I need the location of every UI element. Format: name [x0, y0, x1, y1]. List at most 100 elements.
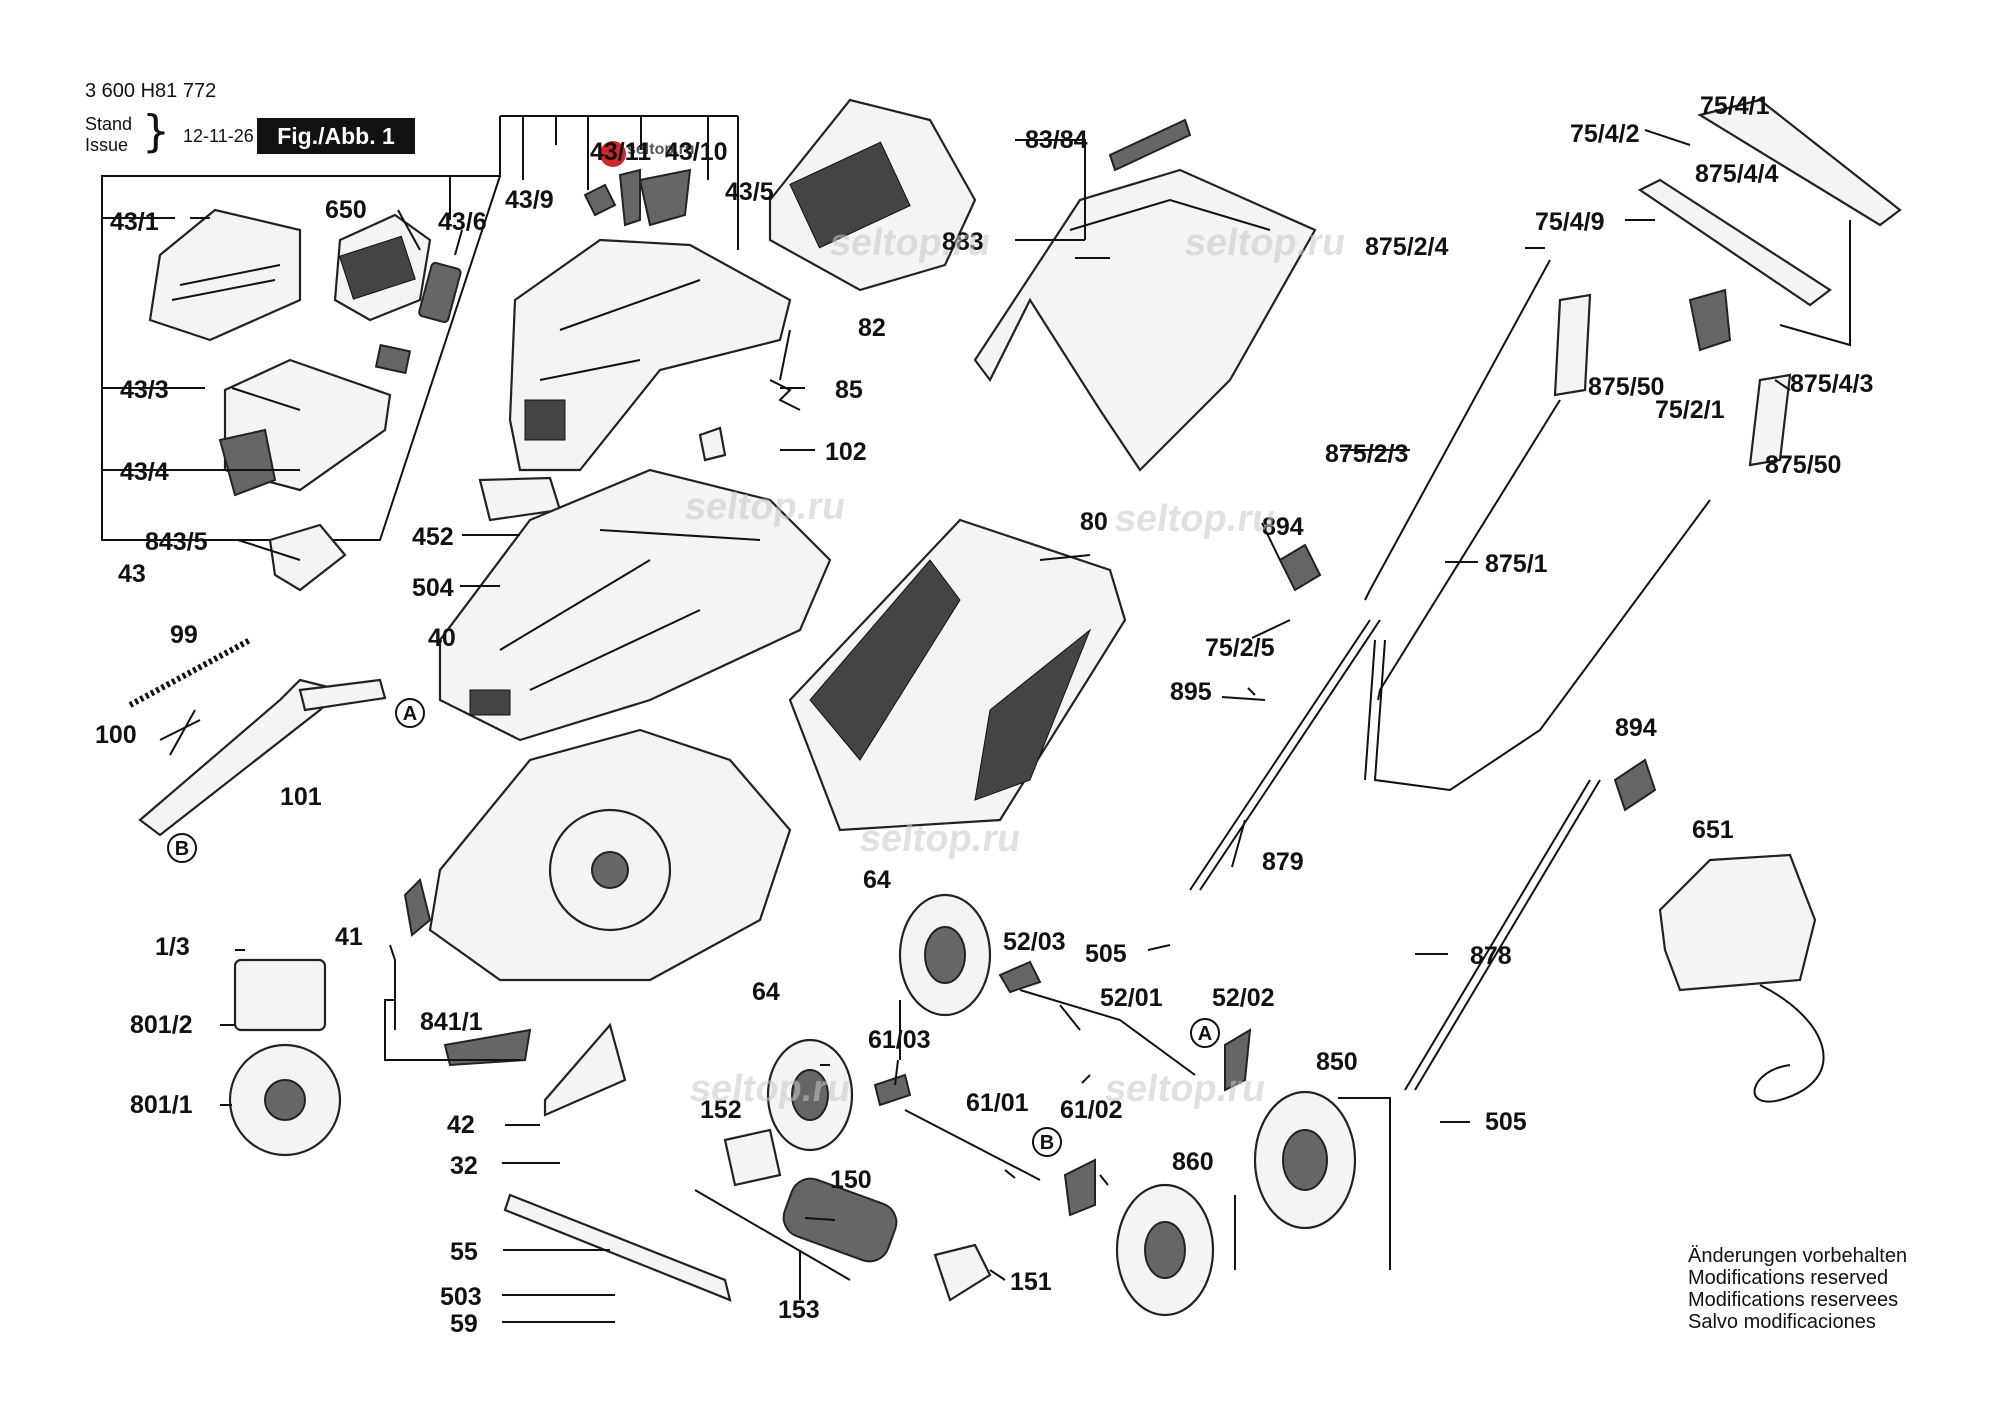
grass-box-lid-part — [768, 98, 977, 292]
watermark: seltop.ru — [1112, 498, 1279, 540]
bushing-part-52-03 — [998, 960, 1042, 994]
switch-part-43-9 — [583, 183, 617, 217]
part-label: 100 — [95, 721, 137, 749]
bracket-part-152 — [723, 1128, 782, 1187]
part-label: 860 — [1172, 1148, 1214, 1176]
notice-line-de: Änderungen vorbehalten — [1688, 1245, 1908, 1267]
part-label: 102 — [825, 438, 867, 466]
part-label: 650 — [325, 196, 367, 224]
part-label: 52/02 — [1212, 984, 1275, 1012]
part-label: 80 — [1080, 508, 1108, 536]
bushing-part-61-03 — [873, 1073, 912, 1107]
end-cap-part-151 — [933, 1243, 992, 1302]
wheel-part-upper-front — [766, 1038, 854, 1152]
spring-part-85 — [769, 329, 801, 411]
watermark: seltop.ru — [1102, 1068, 1269, 1110]
part-label: 651 — [1692, 816, 1734, 844]
stand-label: Stand — [85, 114, 133, 134]
grille-part-841-1 — [443, 1028, 532, 1067]
part-label: 875/1 — [1485, 550, 1548, 578]
knob-part-894-lower — [1613, 758, 1657, 812]
part-label: 42 — [447, 1111, 475, 1139]
figure-label: Fig./Abb. 1 — [257, 118, 415, 154]
part-label: 85 — [835, 376, 863, 404]
motor-part — [228, 1043, 342, 1157]
part-label: 895 — [1170, 678, 1212, 706]
blade-part-55 — [503, 1193, 732, 1302]
battery-cover-part — [148, 208, 302, 342]
part-label: 43/4 — [120, 458, 169, 486]
part-label: 151 — [1010, 1268, 1052, 1296]
charger-part — [1658, 853, 1825, 1103]
watermark: seltop.ru — [1182, 222, 1349, 264]
battery-part — [333, 213, 432, 322]
part-label: 64 — [752, 978, 780, 1006]
part-label: 878 — [1470, 942, 1512, 970]
lever-part-61-02 — [1063, 1158, 1096, 1217]
part-label: 75/4/2 — [1570, 120, 1640, 148]
roller-part-150 — [782, 1177, 898, 1263]
part-label: 150 — [830, 1166, 872, 1194]
part-label: 61/02 — [1060, 1096, 1123, 1124]
part-label: 875/4/3 — [1790, 370, 1873, 398]
part-label: 879 — [1262, 848, 1304, 876]
part-label: 801/2 — [130, 1011, 193, 1039]
part-label: 55 — [450, 1238, 478, 1266]
circuit-board-part — [233, 958, 327, 1032]
handle-tubes-part — [1189, 259, 1792, 1091]
part-label: 875/4/4 — [1695, 160, 1779, 188]
seltop-logo-icon — [600, 141, 626, 167]
stand-issue-label: Stand Issue — [85, 114, 132, 156]
part-label: 153 — [778, 1296, 820, 1324]
part-label: 41 — [335, 923, 363, 951]
issue-date: 12-11-26 — [183, 126, 254, 146]
part-label: 875/50 — [1765, 451, 1841, 479]
seltop-logo-text: seltop.ru — [627, 141, 695, 158]
callout-a-upper: A — [395, 698, 425, 728]
callout-a-upper-letter: A — [403, 703, 417, 725]
watermark: seltop.ru — [687, 1068, 854, 1110]
part-label: 883 — [942, 228, 984, 256]
part-label: 75/4/1 — [1700, 92, 1770, 120]
part-label: 43/3 — [120, 376, 169, 404]
part-label: 43/10 — [665, 138, 728, 166]
part-label: 64 — [863, 866, 891, 894]
watermark: seltop.ru — [857, 818, 1024, 860]
part-label: 43/11 — [590, 138, 651, 166]
brace-glyph: } — [142, 106, 170, 157]
callout-a-lower-letter: A — [1198, 1023, 1212, 1045]
shaft-part-153 — [694, 1189, 851, 1281]
group-43-bracket — [101, 115, 739, 541]
part-label: 505 — [1485, 1108, 1527, 1136]
watermark: seltop.ru — [827, 222, 994, 264]
part-label: 75/2/1 — [1655, 396, 1725, 424]
part-label: 875/2/4 — [1365, 233, 1449, 261]
main-housing-part — [438, 468, 832, 742]
callout-b-lower: B — [1032, 1127, 1062, 1157]
part-label: 82 — [858, 314, 886, 342]
flap-part-102 — [698, 426, 727, 462]
part-label: 43 — [118, 560, 146, 588]
spring-part-99 — [128, 637, 252, 708]
part-label: 801/1 — [130, 1091, 193, 1119]
upper-housing-part — [508, 238, 792, 472]
axle-part-61-01 — [904, 1109, 1041, 1181]
callout-b-lower-letter: B — [1040, 1132, 1054, 1154]
part-label: 875/2/3 — [1325, 440, 1408, 468]
part-label: 843/5 — [145, 528, 208, 556]
callout-b-upper-letter: B — [175, 838, 189, 860]
clip-part — [268, 523, 347, 592]
lever-tip-part — [298, 678, 387, 712]
part-label: 43/1 — [110, 208, 159, 236]
part-code: 3 600 H81 772 — [85, 80, 217, 102]
part-label: 1/3 — [155, 933, 190, 961]
part-label: 61/01 — [966, 1089, 1029, 1117]
wheel-part-850 — [1253, 1090, 1357, 1230]
part-label: 75/2/5 — [1205, 634, 1275, 662]
part-label: 875/50 — [1588, 373, 1664, 401]
part-label: 83/84 — [1025, 126, 1088, 154]
part-label: 452 — [412, 523, 454, 551]
